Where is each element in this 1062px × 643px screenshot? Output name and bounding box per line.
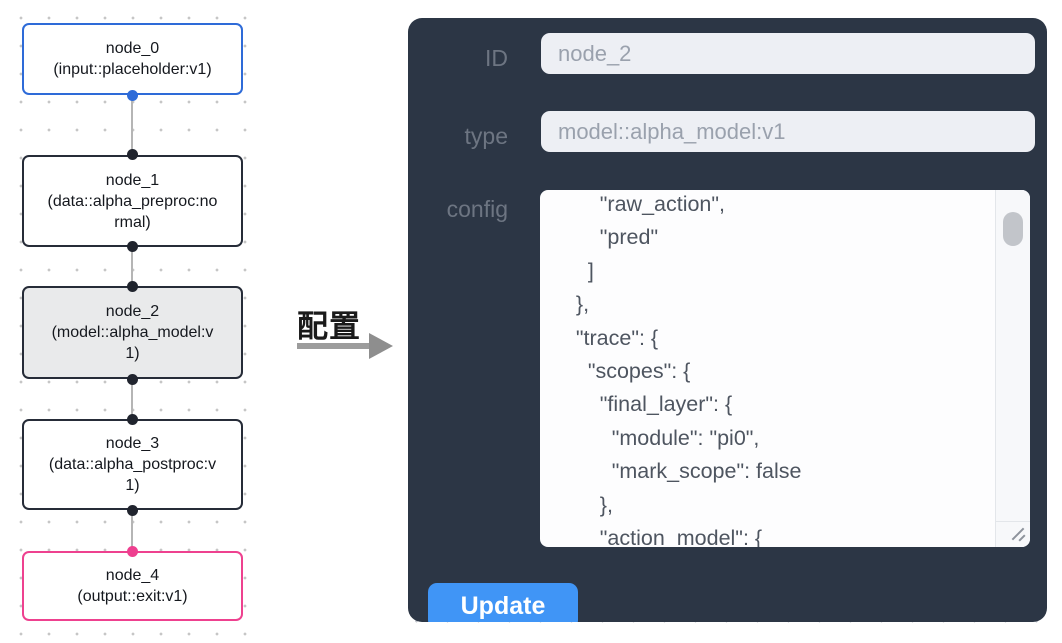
port-node4-in[interactable] [127, 546, 138, 557]
port-node1-out[interactable] [127, 241, 138, 252]
node-title: node_3 [105, 435, 160, 452]
port-node2-in[interactable] [127, 281, 138, 292]
node-subtitle: (output::exit:v1) [77, 588, 188, 605]
node-title: node_1 [105, 171, 160, 189]
type-field-label: type [464, 123, 508, 149]
flow-node-0[interactable]: node_0 (input::placeholder:v1) [22, 23, 243, 95]
id-field-label: ID [485, 45, 508, 71]
configure-annotation: 配置 [297, 309, 361, 344]
edge-node2-node3 [131, 379, 133, 419]
node-config-panel: ID type config "raw_action", "pred" ] },… [408, 18, 1047, 622]
flow-node-1[interactable]: node_1 (data::alpha_preproc:normal) [22, 155, 243, 247]
id-input[interactable] [541, 33, 1035, 74]
config-textarea[interactable]: "raw_action", "pred" ] }, "trace": { "sc… [540, 190, 1030, 547]
resize-handle-icon[interactable] [1010, 526, 1026, 542]
flow-node-3[interactable]: node_3 (data::alpha_postproc:v1) [22, 419, 243, 510]
edge-node3-node4 [131, 510, 133, 551]
scrollbar-track[interactable] [995, 190, 1030, 547]
type-input[interactable] [541, 111, 1035, 152]
node-subtitle: (model::alpha_model:v1) [51, 324, 214, 362]
scrollbar-corner-divider [995, 521, 1030, 522]
node-subtitle: (input::placeholder:v1) [53, 61, 212, 78]
port-node2-out[interactable] [127, 374, 138, 385]
flow-node-4[interactable]: node_4 (output::exit:v1) [22, 551, 243, 621]
update-button[interactable]: Update [428, 583, 578, 622]
right-arrow-icon [297, 343, 371, 349]
config-field-label: config [446, 196, 508, 222]
node-subtitle: (data::alpha_preproc:normal) [47, 192, 218, 231]
node-title: node_4 [105, 567, 160, 584]
port-node1-in[interactable] [127, 149, 138, 160]
node-subtitle: (data::alpha_postproc:v1) [48, 456, 217, 494]
edge-node1-node2 [131, 247, 133, 286]
flow-node-2-selected[interactable]: node_2 (model::alpha_model:v1) [22, 286, 243, 379]
right-arrow-head-icon [369, 333, 393, 359]
edge-node0-node1 [131, 95, 133, 155]
port-node3-out[interactable] [127, 505, 138, 516]
port-node3-in[interactable] [127, 414, 138, 425]
flow-canvas[interactable]: node_0 (input::placeholder:v1) node_1 (d… [0, 0, 268, 643]
config-json-text[interactable]: "raw_action", "pred" ] }, "trace": { "sc… [575, 192, 802, 547]
port-node0-out[interactable] [127, 90, 138, 101]
scrollbar-thumb[interactable] [1003, 212, 1023, 246]
node-title: node_0 [105, 40, 160, 57]
node-title: node_2 [105, 303, 160, 320]
